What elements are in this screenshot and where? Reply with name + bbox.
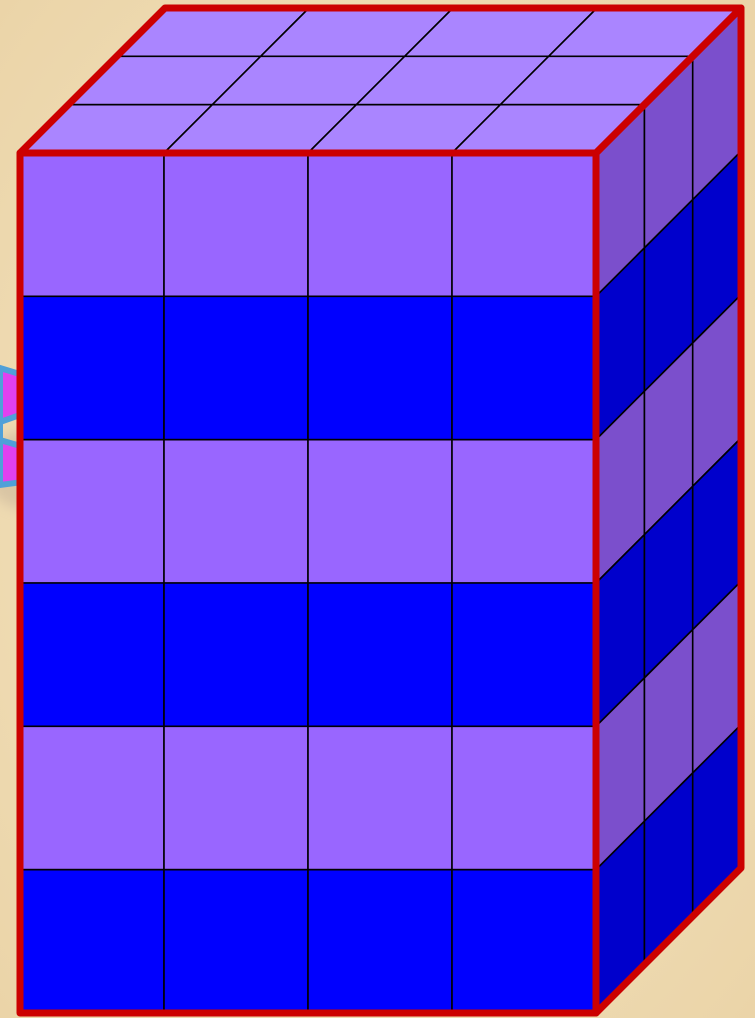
front-cube-face: [20, 870, 164, 1013]
front-cube-face: [308, 296, 452, 439]
front-cube-face: [164, 296, 308, 439]
front-cube-face: [452, 296, 596, 439]
front-cube-face: [308, 870, 452, 1013]
front-cube-face: [308, 726, 452, 869]
front-cube-face: [20, 440, 164, 583]
front-cube-face: [452, 583, 596, 726]
front-face: [20, 153, 596, 1013]
front-cube-face: [20, 583, 164, 726]
front-cube-face: [452, 870, 596, 1013]
front-cube-face: [20, 726, 164, 869]
front-cube-face: [308, 583, 452, 726]
front-cube-face: [452, 153, 596, 296]
front-cube-face: [452, 440, 596, 583]
side-face: [596, 8, 741, 1013]
front-cube-face: [452, 726, 596, 869]
front-cube-face: [164, 583, 308, 726]
front-cube-face: [164, 440, 308, 583]
front-cube-face: [164, 153, 308, 296]
front-cube-face: [308, 440, 452, 583]
front-cube-face: [164, 870, 308, 1013]
front-cube-face: [164, 726, 308, 869]
front-cube-face: [20, 296, 164, 439]
front-cube-face: [308, 153, 452, 296]
front-cube-face: [20, 153, 164, 296]
